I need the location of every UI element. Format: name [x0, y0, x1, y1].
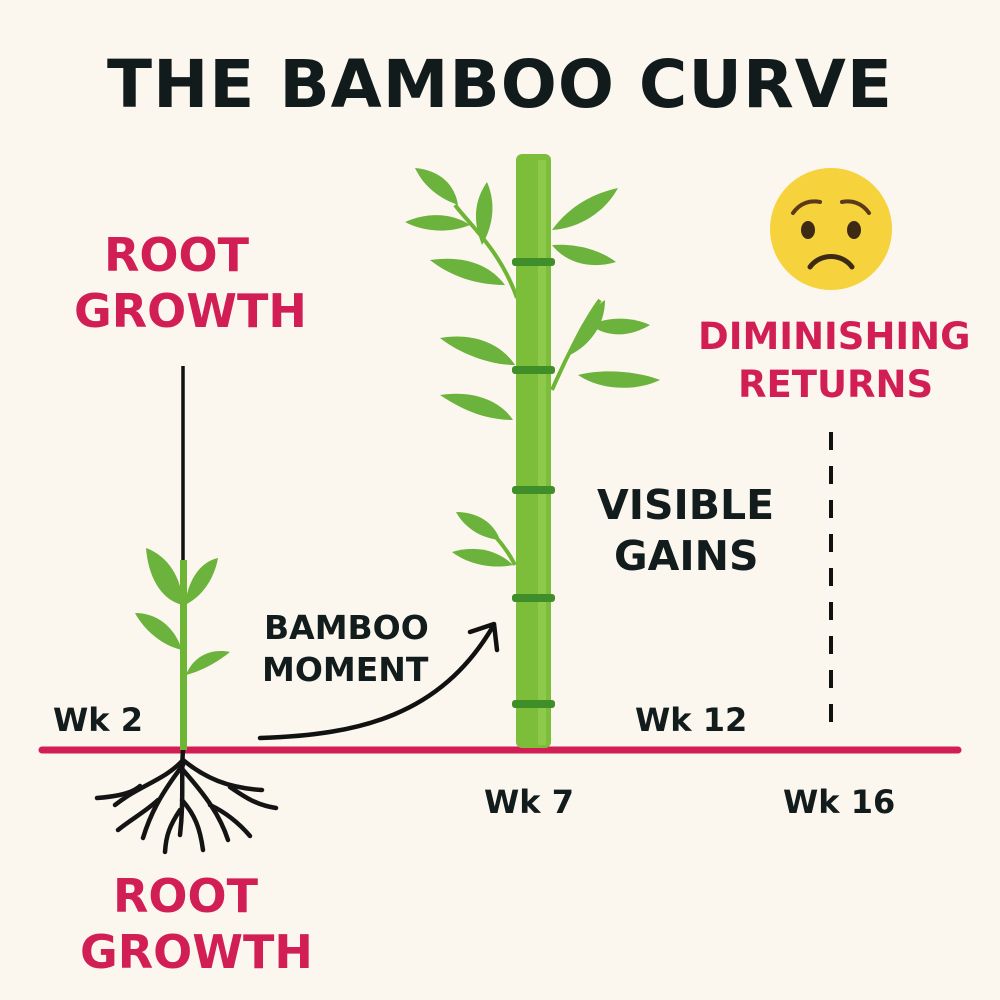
- bamboo-moment-label-line1: BAMBOO: [264, 608, 429, 647]
- bamboo-stalk-icon: [405, 154, 660, 748]
- week-2-label: Wk 2: [53, 701, 143, 739]
- root-growth-bottom-label-line1: ROOT: [113, 869, 259, 923]
- diminishing-returns-label-line1: DIMINISHING: [698, 315, 971, 358]
- page-title: THE BAMBOO CURVE: [107, 46, 893, 123]
- root-growth-top-label-line2: GROWTH: [74, 284, 307, 338]
- worried-face-icon: [770, 168, 892, 290]
- root-growth-bottom-label-line2: GROWTH: [80, 925, 313, 979]
- sprout-icon: [135, 548, 230, 750]
- week-7-label: Wk 7: [484, 783, 574, 821]
- root-growth-top-label-line1: ROOT: [104, 228, 250, 282]
- week-16-label: Wk 16: [783, 783, 896, 821]
- visible-gains-label-line1: VISIBLE: [597, 481, 775, 529]
- visible-gains-label-line2: GAINS: [614, 532, 759, 580]
- curved-arrow-icon: [257, 621, 500, 741]
- week-12-label: Wk 12: [635, 701, 748, 739]
- diminishing-returns-label-line2: RETURNS: [738, 363, 934, 406]
- roots-icon: [94, 747, 279, 855]
- bamboo-moment-label-line2: MOMENT: [262, 650, 429, 689]
